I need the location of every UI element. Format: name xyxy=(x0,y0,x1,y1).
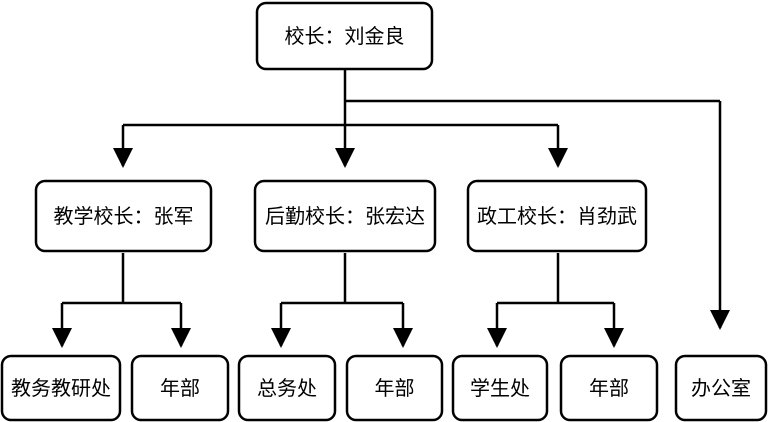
node-vp-logistics-label: 后勤校长：张宏达 xyxy=(265,204,425,228)
node-general-affairs: 总务处 xyxy=(237,354,337,422)
connectors xyxy=(52,69,730,348)
node-main-office-label: 办公室 xyxy=(691,376,751,400)
node-grade-dept-2-label: 年部 xyxy=(375,376,415,400)
node-student-affairs: 学生处 xyxy=(451,354,549,422)
node-grade-dept-1: 年部 xyxy=(130,354,230,422)
node-main-office: 办公室 xyxy=(674,354,768,422)
node-grade-dept-1-label: 年部 xyxy=(160,376,200,400)
node-office-academic-label: 教务教研处 xyxy=(11,376,111,400)
node-grade-dept-3-label: 年部 xyxy=(589,376,629,400)
node-grade-dept-2: 年部 xyxy=(345,354,444,422)
node-vp-teaching-label: 教学校长：张军 xyxy=(54,204,194,228)
node-principal: 校长：刘金良 xyxy=(255,1,434,71)
node-vp-teaching: 教学校长：张军 xyxy=(34,179,213,253)
node-office-academic: 教务教研处 xyxy=(0,354,122,422)
node-student-affairs-label: 学生处 xyxy=(470,376,530,400)
node-vp-politics: 政工校长：肖劲武 xyxy=(466,179,648,253)
node-grade-dept-3: 年部 xyxy=(559,354,659,422)
node-vp-politics-label: 政工校长：肖劲武 xyxy=(477,204,637,228)
node-principal-label: 校长：刘金良 xyxy=(285,24,405,48)
node-vp-logistics: 后勤校长：张宏达 xyxy=(253,179,437,253)
node-general-affairs-label: 总务处 xyxy=(257,376,317,400)
